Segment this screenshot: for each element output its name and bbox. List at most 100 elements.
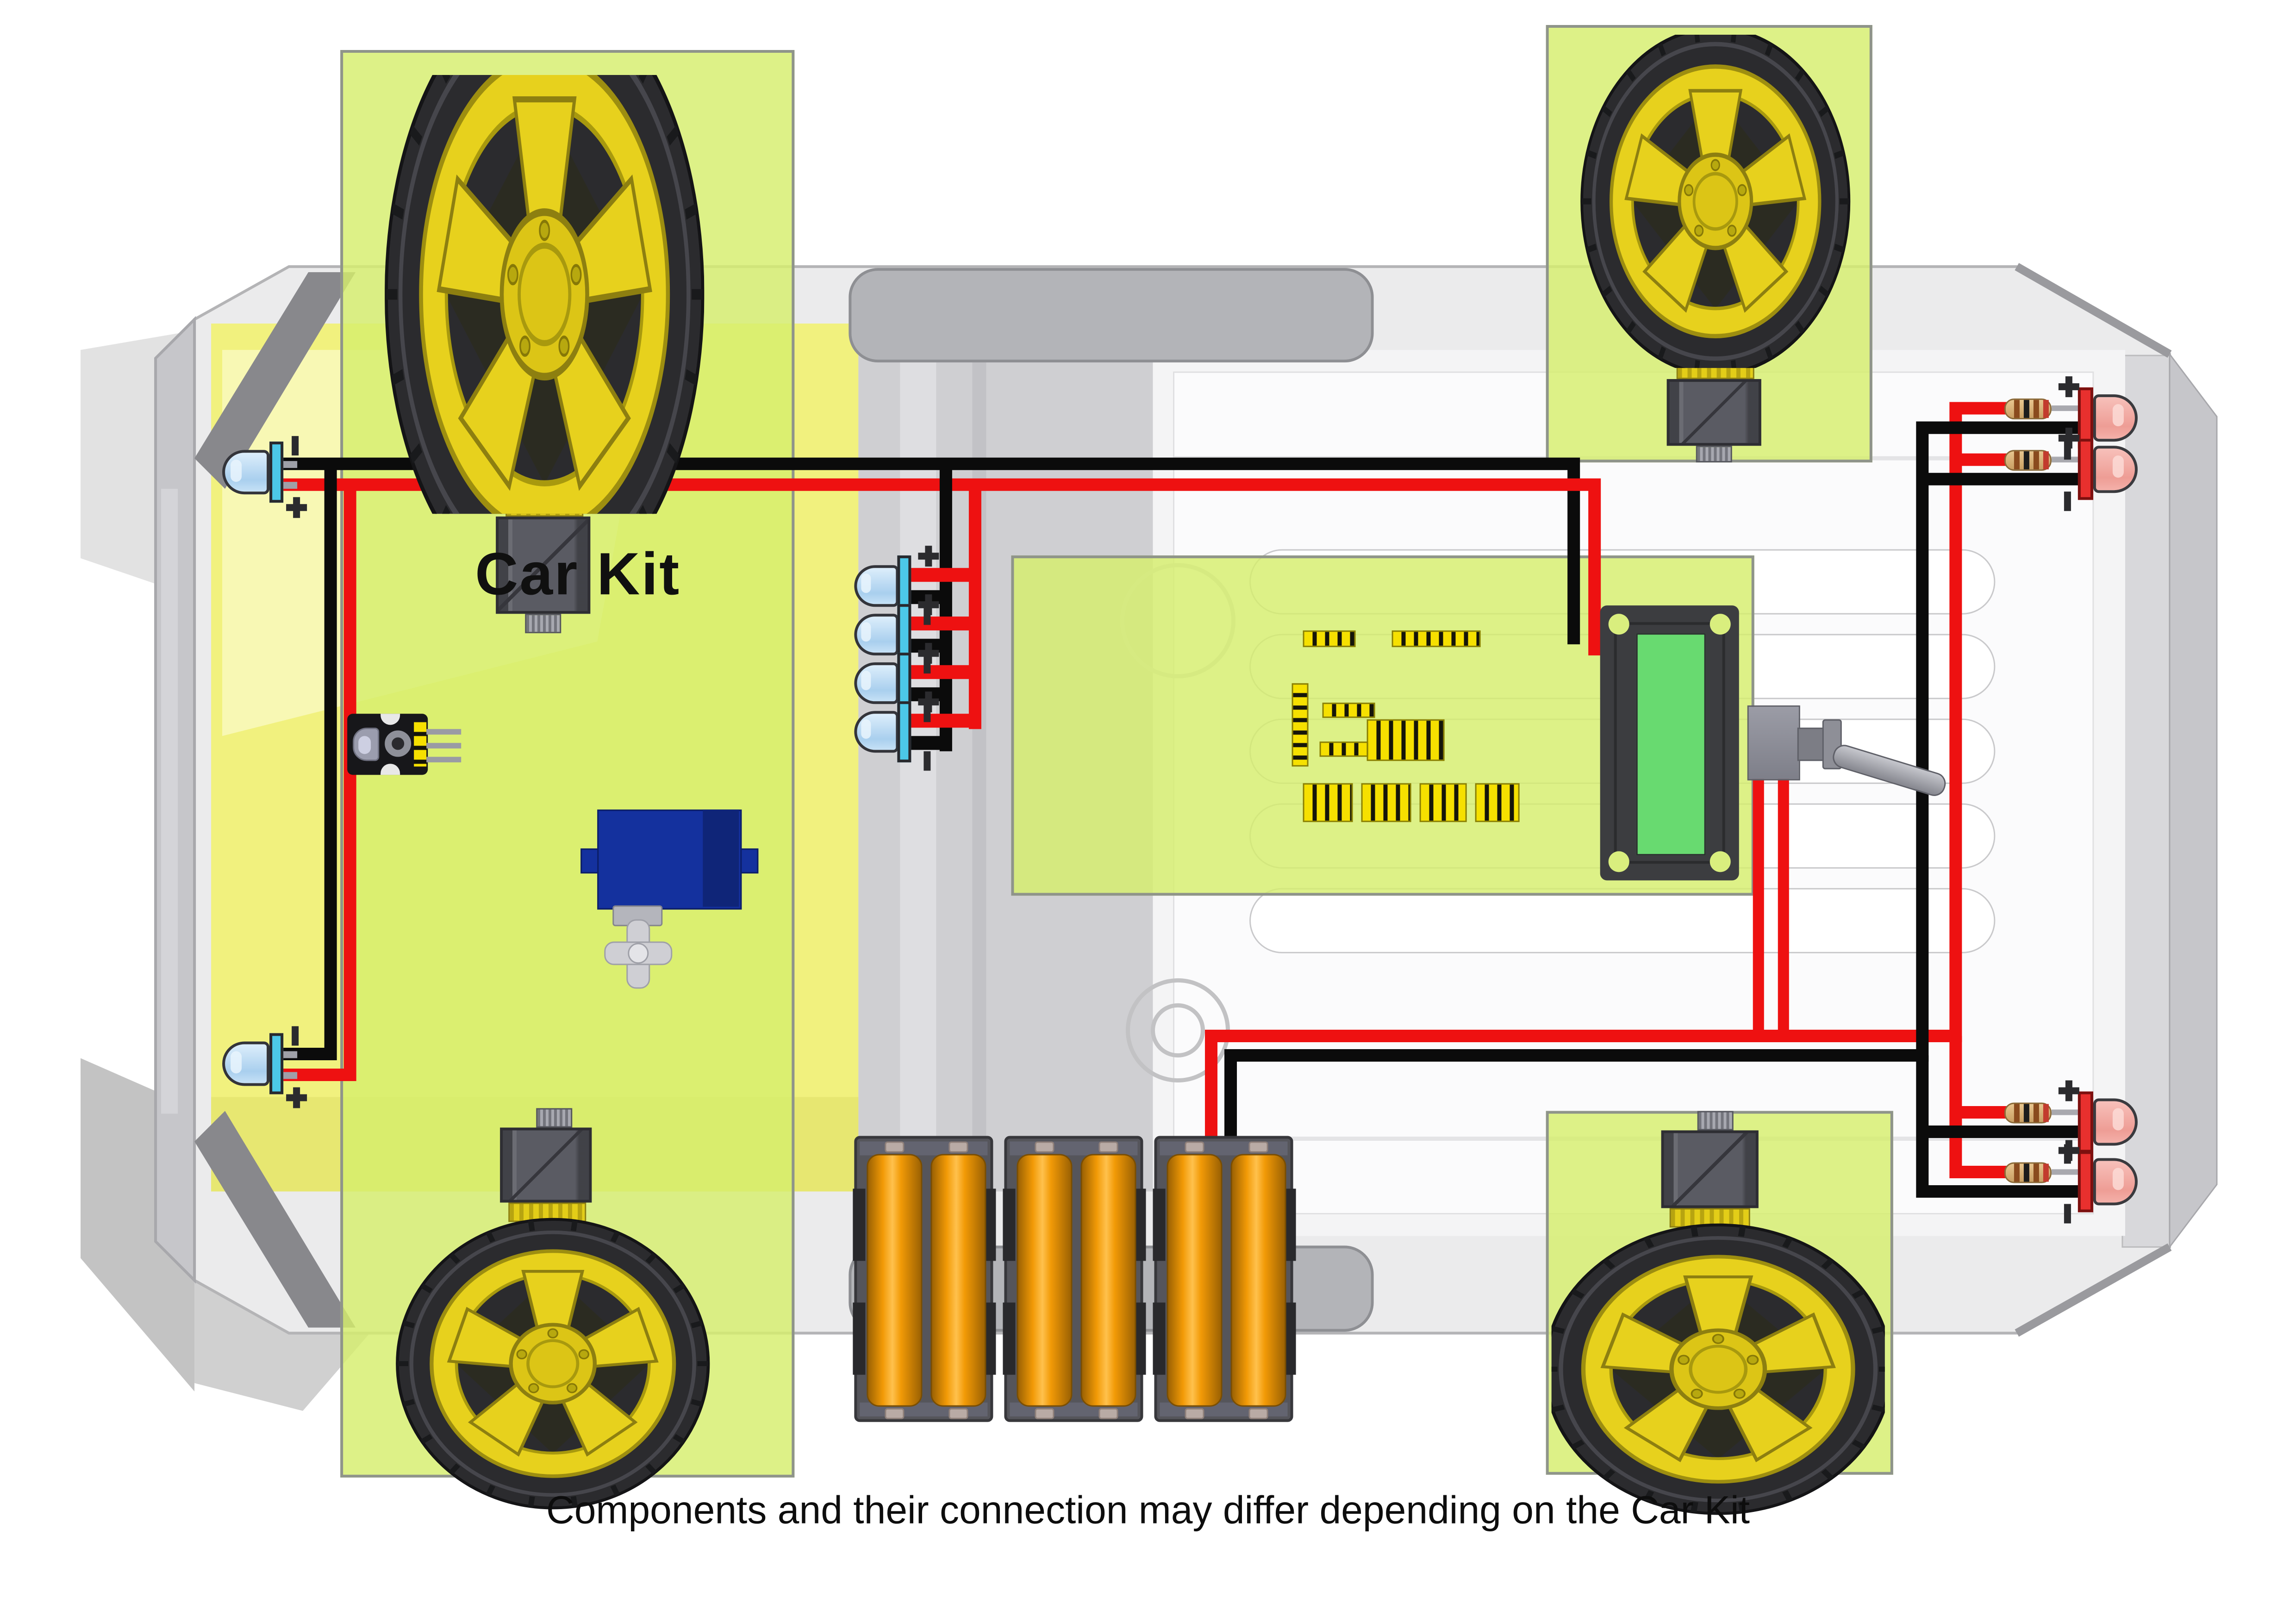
- led-rear-flange: [2078, 387, 2093, 449]
- power-switch: [1747, 705, 1956, 802]
- resistor: [2004, 398, 2052, 420]
- part: [231, 460, 242, 482]
- pin-header: [1366, 719, 1445, 761]
- battery-pack: [1153, 1136, 1296, 1422]
- part: [1248, 1408, 1268, 1419]
- rear-panel: [2121, 354, 2171, 1248]
- polarity-plus-icon: [286, 497, 307, 518]
- polarity-minus-icon: [923, 751, 931, 771]
- battery-cell: [1167, 1154, 1223, 1407]
- part: [1185, 1141, 1204, 1153]
- part: [2112, 404, 2124, 427]
- wheel-front-right: [1580, 35, 1851, 368]
- polarity-plus-icon: [2058, 1140, 2079, 1161]
- motor-rear-left-shaft: [536, 1108, 573, 1128]
- polarity-plus-icon: [2058, 1080, 2079, 1101]
- led-front-bottom-flange: [269, 1033, 284, 1094]
- part: [853, 1302, 866, 1375]
- kit-title: Car Kit: [475, 541, 681, 609]
- motor-rear-right-shaft: [1697, 1111, 1734, 1131]
- part: [283, 1051, 298, 1058]
- pin-header: [1391, 630, 1481, 647]
- led-front-bottom: [222, 1041, 270, 1086]
- part: [283, 482, 298, 489]
- motor-rear-left: [500, 1127, 592, 1203]
- servo-motor: [580, 809, 775, 989]
- part: [948, 1141, 968, 1153]
- part: [283, 461, 298, 468]
- pin-header: [1322, 703, 1375, 718]
- pin-header: [1361, 783, 1411, 822]
- part: [861, 719, 871, 739]
- led-rear-flange: [2078, 439, 2093, 500]
- mounting-hole-icon: [385, 730, 412, 757]
- polarity-plus-icon: [286, 1087, 307, 1108]
- pin-header: [1419, 783, 1467, 822]
- part: [861, 573, 871, 593]
- pin-header: [1303, 630, 1356, 647]
- part: [231, 1051, 242, 1074]
- battery-cell: [1230, 1154, 1286, 1407]
- part: [1153, 1188, 1166, 1261]
- battery-cell: [867, 1154, 923, 1407]
- part: [853, 1188, 866, 1261]
- ir-receiver-module: [347, 714, 462, 775]
- wheel-front-left: [385, 75, 705, 514]
- pin-header: [1475, 783, 1520, 822]
- led-front-top: [222, 450, 270, 495]
- switch-lever: [1830, 742, 1949, 799]
- wheel-rear-right: [1551, 1223, 1885, 1515]
- battery-pack: [853, 1136, 996, 1422]
- battery-cell: [1080, 1154, 1136, 1407]
- part: [948, 1408, 968, 1419]
- polarity-plus-icon: [918, 643, 939, 664]
- ir-sensor-icon: [353, 728, 380, 761]
- lcd-screen: [1636, 633, 1706, 856]
- part: [1003, 1188, 1016, 1261]
- part: [860, 1141, 988, 1156]
- rear-bumper: [2169, 352, 2218, 1250]
- part: [1098, 1408, 1118, 1419]
- part: [1035, 1141, 1054, 1153]
- part: [1153, 1302, 1166, 1375]
- wheel-rear-left: [396, 1218, 710, 1510]
- part: [2112, 1168, 2124, 1190]
- resistor: [2004, 1102, 2052, 1124]
- caption-text: Components and their connection may diff…: [546, 1488, 1750, 1532]
- led-column-flange: [897, 701, 911, 763]
- top-window-band: [849, 268, 1374, 363]
- motor-front-right-shaft: [1696, 446, 1732, 463]
- polarity-plus-icon: [2058, 376, 2079, 398]
- pin-header: [1303, 783, 1353, 822]
- part: [1185, 1408, 1204, 1419]
- part: [1098, 1141, 1118, 1153]
- part: [1248, 1141, 1268, 1153]
- battery-pack: [1003, 1136, 1146, 1422]
- polarity-minus-icon: [292, 436, 299, 456]
- part: [861, 671, 871, 690]
- polarity-minus-icon: [2064, 1204, 2071, 1224]
- polarity-plus-icon: [2058, 428, 2079, 449]
- battery-cell: [930, 1154, 986, 1407]
- led-front-top-flange: [269, 442, 284, 503]
- part: [2112, 455, 2124, 478]
- led-rear-flange: [2078, 1151, 2093, 1213]
- part: [885, 1408, 905, 1419]
- part: [861, 622, 871, 642]
- polarity-plus-icon: [918, 691, 939, 713]
- part: [2112, 1108, 2124, 1131]
- led-rear-flange: [2078, 1091, 2093, 1153]
- motor-front-left: [496, 516, 591, 614]
- polarity-minus-icon: [292, 1026, 299, 1046]
- part: [1003, 1302, 1016, 1375]
- lcd-display: [1600, 605, 1739, 881]
- polarity-plus-icon: [918, 546, 939, 567]
- resistor: [2004, 450, 2052, 471]
- part: [1035, 1408, 1054, 1419]
- battery-cell: [1017, 1154, 1073, 1407]
- part: [1010, 1141, 1138, 1156]
- motor-rear-right: [1661, 1130, 1759, 1208]
- part: [283, 1072, 298, 1079]
